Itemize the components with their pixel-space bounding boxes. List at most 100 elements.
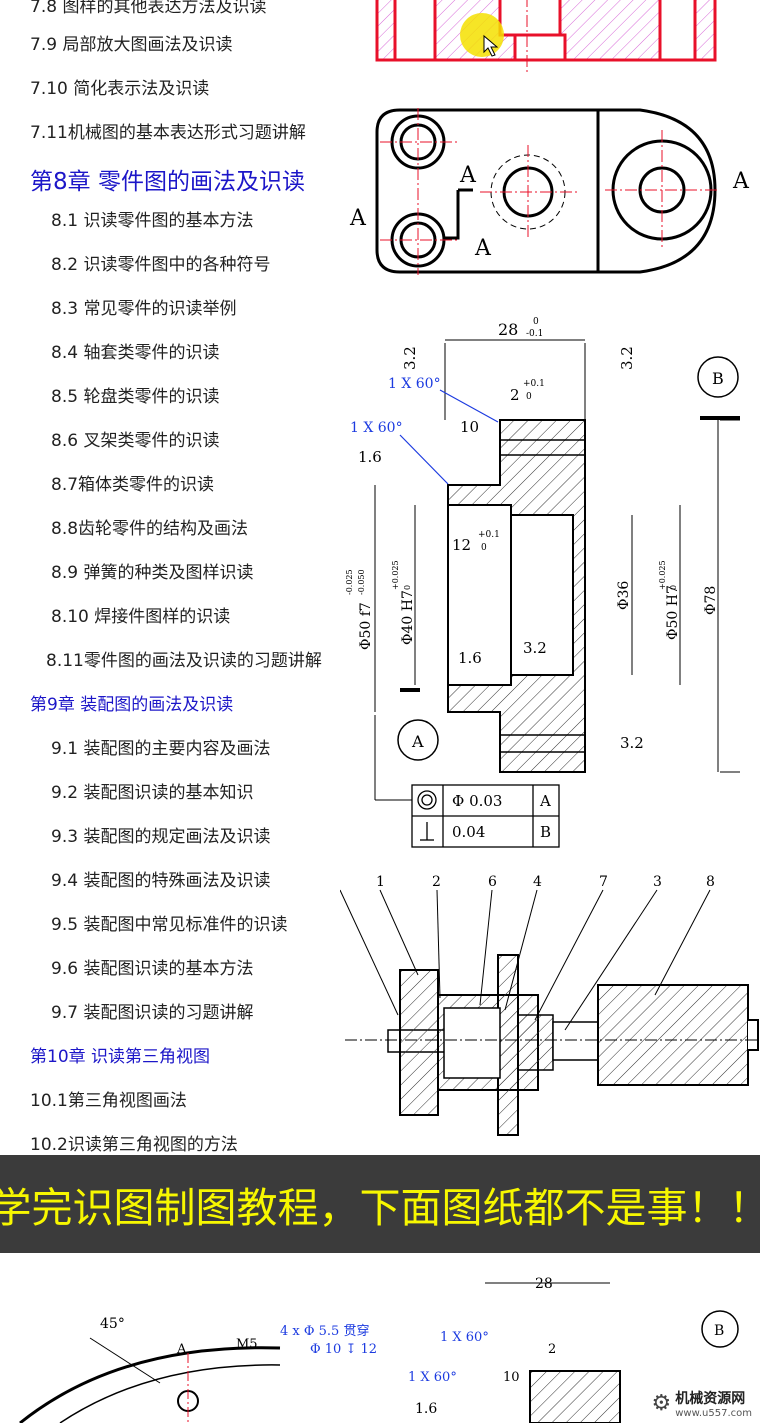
- toc-chapter[interactable]: 第9章 装配图的画法及识读: [30, 695, 234, 715]
- roughness-32c: 3.2: [401, 346, 419, 370]
- site-logo: ⚙ 机械资源网 www.u557.com: [652, 1388, 753, 1419]
- dim-2: 2: [510, 386, 520, 404]
- gdt-row2-value: 0.04: [452, 823, 485, 841]
- toc-item[interactable]: 9.7 装配图识读的习题讲解: [51, 1003, 254, 1023]
- toc-item[interactable]: 9.1 装配图的主要内容及画法: [51, 739, 271, 759]
- gear-dimensions: [374, 339, 740, 801]
- section-label-a2: A: [459, 163, 477, 188]
- toc-item[interactable]: 9.5 装配图中常见标准件的识读: [51, 915, 288, 935]
- logo-url: www.u557.com: [675, 1408, 752, 1419]
- gdt-row1-value: Φ 0.03: [452, 792, 502, 810]
- dim-d40h7: Φ40 H7: [400, 590, 416, 645]
- tol-h7-dn-b: 0: [669, 585, 678, 590]
- toc-item[interactable]: 8.6 叉架类零件的识读: [51, 431, 220, 451]
- tol-h7-dn: 0: [403, 585, 412, 590]
- chamfer-label-1: 1 X 60°: [388, 376, 441, 392]
- chamfer-label-2: 1 X 60°: [350, 420, 403, 436]
- section-label-a4: A: [732, 169, 750, 194]
- dim-d50h7: Φ50 H7: [665, 585, 681, 640]
- part-number: 7: [599, 874, 608, 890]
- preview-counter: Φ 10 ↧ 12: [310, 1342, 377, 1357]
- dim-12: 12: [452, 536, 471, 554]
- tol-28-up: 0: [533, 317, 539, 327]
- plate-centerlines: [380, 108, 720, 275]
- part-number: 1: [376, 874, 385, 890]
- dim-10: 10: [460, 418, 479, 436]
- tol-12-dn: 0: [481, 543, 487, 553]
- section-label-a3: A: [474, 236, 492, 261]
- toc-chapter[interactable]: 第10章 识读第三角视图: [30, 1047, 211, 1067]
- roughness-16b: 1.6: [458, 649, 482, 667]
- toc-item[interactable]: 9.4 装配图的特殊画法及识读: [51, 871, 271, 891]
- toc-item[interactable]: 7.10 简化表示法及识读: [30, 79, 210, 99]
- promo-banner: 学完识图制图教程，下面图纸都不是事！！: [0, 1155, 760, 1253]
- dim-d36: Φ36: [616, 581, 632, 610]
- gdt-row1-datum: A: [539, 792, 551, 810]
- preview-b: B: [714, 1323, 724, 1339]
- toc-item[interactable]: 10.1第三角视图画法: [30, 1091, 187, 1111]
- plate-view: [375, 108, 717, 274]
- toc-item[interactable]: 7.11机械图的基本表达形式习题讲解: [30, 123, 306, 143]
- preview-chamfer-1: 1 X 60°: [440, 1330, 489, 1345]
- preview-m5: M5: [236, 1337, 258, 1352]
- roughness-16: 1.6: [358, 448, 382, 466]
- toc-item[interactable]: 9.3 装配图的规定画法及识读: [51, 827, 271, 847]
- preview-dim-2: 2: [548, 1342, 556, 1357]
- tol-h7-up: +0.025: [391, 560, 400, 590]
- toc-item[interactable]: 8.11零件图的画法及识读的习题讲解: [46, 651, 322, 671]
- section-label-a: A: [349, 206, 367, 231]
- gear-icon: ⚙: [651, 1391, 672, 1416]
- preview-chamfer-2: 1 X 60°: [408, 1370, 457, 1385]
- part-number: 4: [533, 874, 542, 890]
- gdt-row2-datum: B: [540, 823, 551, 841]
- tol-2-up: +0.1: [523, 379, 545, 389]
- part-number: 6: [488, 874, 497, 890]
- toc-item[interactable]: 7.9 局部放大图画法及识读: [30, 35, 233, 55]
- tol-f7-up: -0.025: [345, 569, 354, 595]
- toc-item[interactable]: 8.5 轮盘类零件的识读: [51, 387, 220, 407]
- part-number: 8: [706, 874, 715, 890]
- angle-45: 45°: [100, 1316, 125, 1332]
- preview-r16: 1.6: [415, 1401, 437, 1417]
- dim-d78: Φ78: [703, 586, 719, 615]
- preview-drawings: 45° A M5 4 x Φ 5.5 贯穿 Φ 10 ↧ 12 28 1 X 6…: [0, 1253, 760, 1425]
- logo-name: 机械资源网: [675, 1391, 746, 1407]
- gdt-frame: [411, 784, 560, 848]
- toc-item[interactable]: 8.3 常见零件的识读举例: [51, 299, 237, 319]
- toc-item[interactable]: 8.4 轴套类零件的识读: [51, 343, 220, 363]
- toc-item[interactable]: 8.9 弹簧的种类及图样识读: [51, 563, 254, 583]
- toc-chapter[interactable]: 第8章 零件图的画法及识读: [30, 169, 305, 195]
- toc-item[interactable]: 7.8 图样的其他表达方法及识读: [30, 0, 267, 17]
- roughness-32b: 3.2: [620, 734, 644, 752]
- tol-2-dn: 0: [526, 392, 532, 402]
- toc-item[interactable]: 8.8齿轮零件的结构及画法: [51, 519, 249, 539]
- part-number: 3: [653, 874, 662, 890]
- section-view-red: [375, 0, 717, 75]
- preview-dim-28: 28: [535, 1276, 553, 1292]
- assembly-drawing: [345, 954, 760, 1136]
- part-number: 2: [432, 874, 441, 890]
- tol-12-up: +0.1: [478, 530, 500, 540]
- toc-item[interactable]: 8.7箱体类零件的识读: [51, 475, 215, 495]
- toc-item[interactable]: 8.1 识读零件图的基本方法: [51, 211, 254, 231]
- preview-holes: 4 x Φ 5.5 贯穿: [280, 1323, 369, 1339]
- roughness-32d: 3.2: [618, 346, 636, 370]
- preview-dim-10: 10: [503, 1370, 520, 1385]
- dim-28: 28: [498, 320, 518, 339]
- dim-d50f7: Φ50 f7: [358, 602, 374, 650]
- toc-item[interactable]: 9.6 装配图识读的基本方法: [51, 959, 254, 979]
- toc-item[interactable]: 8.10 焊接件图样的识读: [51, 607, 231, 627]
- preview-svg: 45° A M5 4 x Φ 5.5 贯穿 Φ 10 ↧ 12 28 1 X 6…: [19, 1276, 739, 1425]
- preview-a: A: [176, 1342, 187, 1357]
- toc-item[interactable]: 8.2 识读零件图中的各种符号: [51, 255, 271, 275]
- datum-a-label: A: [411, 732, 424, 751]
- roughness-32a: 3.2: [523, 639, 547, 657]
- toc-item[interactable]: 10.2识读第三角视图的方法: [30, 1135, 238, 1155]
- toc-item[interactable]: 9.2 装配图识读的基本知识: [51, 783, 254, 803]
- banner-text: 学完识图制图教程，下面图纸都不是事！！: [0, 1184, 760, 1232]
- technical-drawings: A A A A B A 28 0 -0.1 1 X 60° 1 X 60° 2 …: [340, 0, 760, 1136]
- assembly-part-numbers: 51264738: [376, 874, 715, 890]
- datum-b-label: B: [712, 369, 724, 388]
- assembly-leaders: [340, 889, 711, 1031]
- tol-f7-dn: -0.050: [357, 569, 366, 595]
